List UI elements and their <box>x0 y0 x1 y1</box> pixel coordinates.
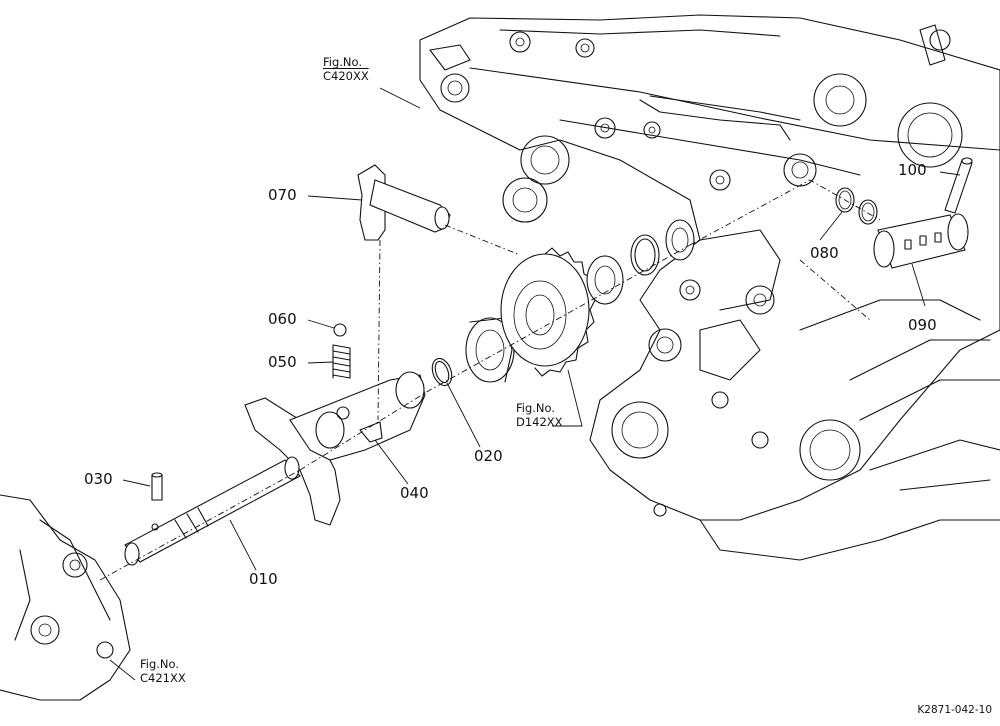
part-050-spring <box>332 344 351 379</box>
part-010-shift-rod <box>124 456 301 566</box>
part-label-090: 090 <box>908 316 937 334</box>
part-label-080: 080 <box>810 244 839 262</box>
figure-ref-c420: Fig.No. C420XX <box>323 55 369 84</box>
part-080-o-rings <box>835 187 878 225</box>
figure-ref-prefix: Fig.No. <box>140 657 180 671</box>
part-060-ball <box>333 323 347 337</box>
figure-ref-d142: Fig.No. D142XX <box>516 401 563 430</box>
gear-d142 <box>500 247 597 377</box>
figure-ref-code: C420XX <box>323 68 369 83</box>
figure-ref-prefix: Fig.No. <box>516 401 556 415</box>
figure-ref-prefix: Fig.No. <box>323 55 363 69</box>
part-030-spring-pin <box>151 472 163 501</box>
snap-ring-right <box>630 234 660 276</box>
part-label-060: 060 <box>268 310 297 328</box>
assembly-centerlines <box>99 179 881 581</box>
transmission-housing-upper <box>419 14 1000 561</box>
transmission-housing-lower-left <box>0 494 131 701</box>
figure-ref-code: D142XX <box>516 414 563 429</box>
part-label-100: 100 <box>898 161 927 179</box>
part-label-010: 010 <box>249 570 278 588</box>
part-label-030: 030 <box>84 470 113 488</box>
bearing-right <box>586 255 624 305</box>
leader-lines <box>109 87 961 681</box>
collar-right <box>665 219 695 261</box>
part-label-070: 070 <box>268 186 297 204</box>
figure-ref-c421: Fig.No. C421XX <box>140 657 186 686</box>
part-100-pin <box>944 157 973 214</box>
drawing-code: K2871-042-10 <box>917 704 992 716</box>
part-label-050: 050 <box>268 353 297 371</box>
part-label-020: 020 <box>474 447 503 465</box>
part-020-snap-ring <box>431 357 453 387</box>
part-070-shift-arm <box>357 164 451 241</box>
figure-ref-code: C421XX <box>140 670 186 685</box>
part-label-040: 040 <box>400 484 429 502</box>
part-090-sleeve <box>873 213 969 269</box>
